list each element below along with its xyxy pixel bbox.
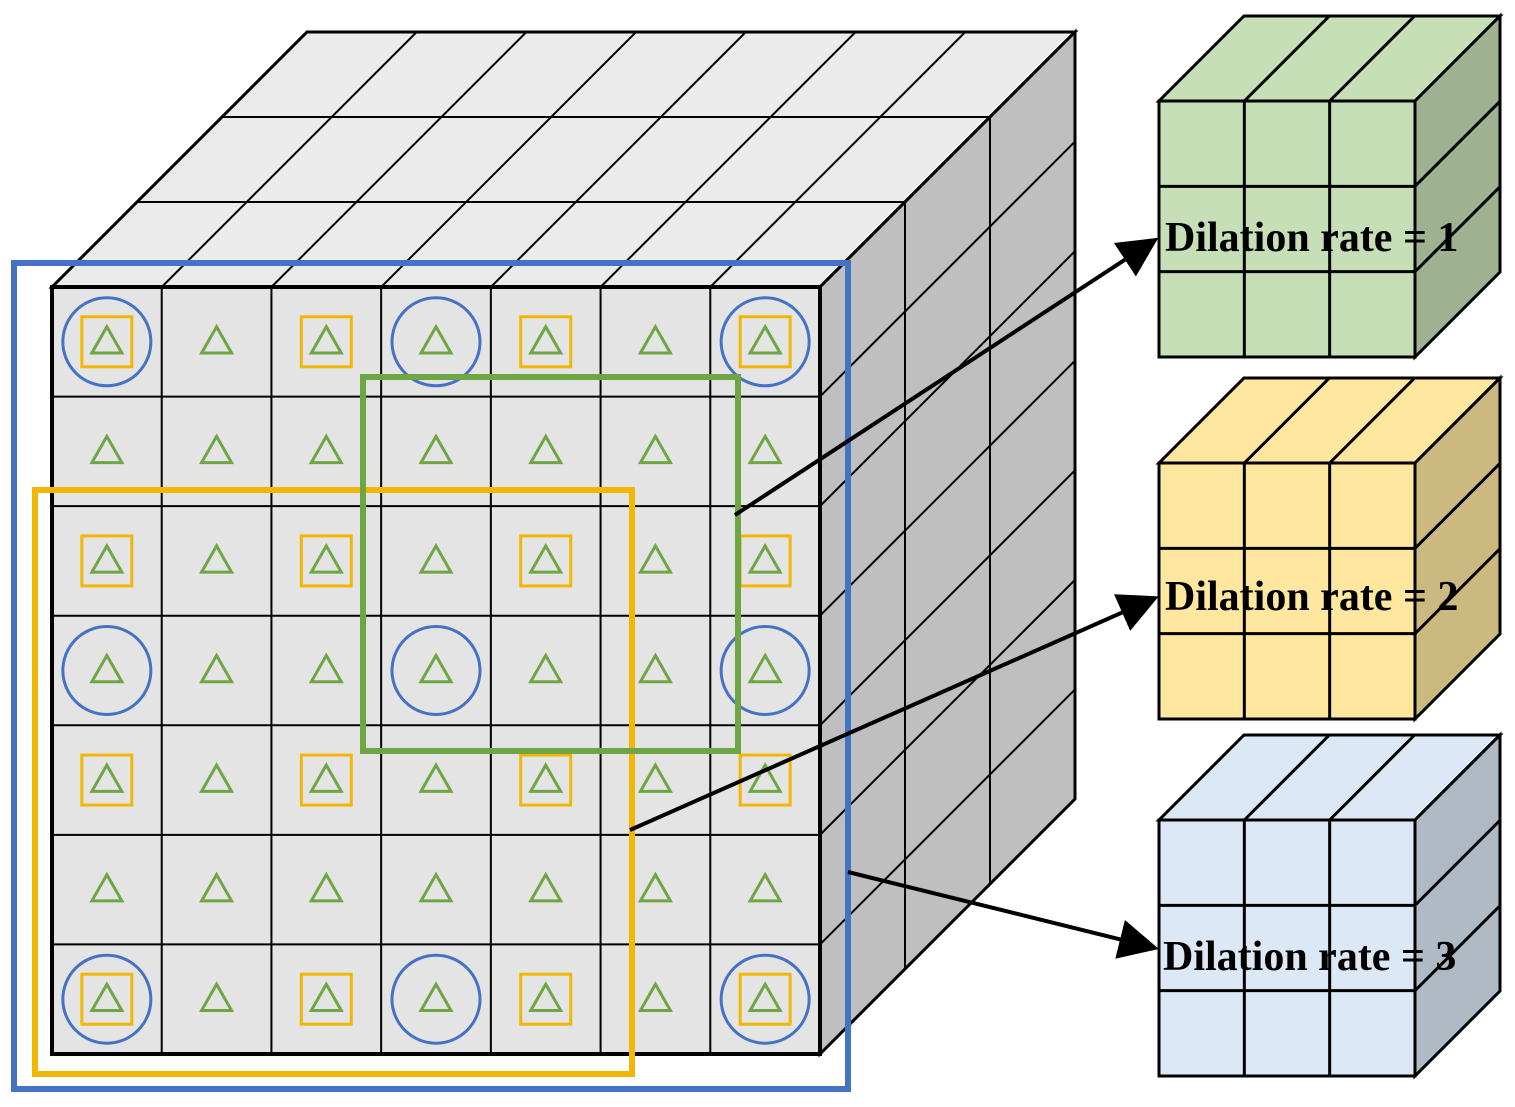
triangle-marker-icon xyxy=(308,323,344,355)
kernel-front-face xyxy=(1157,818,1417,1078)
triangle-marker-icon xyxy=(89,323,125,355)
triangle-marker-icon xyxy=(747,433,783,465)
triangle-marker-icon xyxy=(308,433,344,465)
triangle-marker-icon xyxy=(198,871,235,903)
triangle-marker-icon xyxy=(418,762,454,793)
arrow-rate-2 xyxy=(629,594,1159,832)
circle-marker-icon xyxy=(390,296,482,388)
triangle-marker-icon xyxy=(89,762,125,793)
feature-map-cube xyxy=(48,28,1079,1058)
triangle-marker-icon xyxy=(308,652,344,684)
square-marker-icon xyxy=(80,315,134,369)
triangle-marker-icon xyxy=(528,871,564,903)
square-marker-icon xyxy=(519,753,573,807)
triangle-marker-icon xyxy=(198,323,235,355)
triangle-marker-icon xyxy=(747,323,783,355)
feature-map-front-face xyxy=(50,285,822,1056)
triangle-marker-icon xyxy=(89,981,125,1012)
triangle-marker-icon xyxy=(637,652,674,684)
circle-marker-icon xyxy=(719,296,811,388)
arrows xyxy=(629,237,1159,959)
triangle-marker-icon xyxy=(198,433,235,465)
square-marker-icon xyxy=(738,315,792,369)
rate-2-receptive-field xyxy=(32,487,635,1077)
arrow-rate-3 xyxy=(847,870,1159,959)
square-marker-icon xyxy=(80,534,134,588)
label-dilation-rate-1: Dilation rate = 1 xyxy=(1165,215,1458,261)
arrow-rate-1 xyxy=(733,237,1159,517)
triangle-marker-icon xyxy=(528,433,564,465)
triangle-marker-icon xyxy=(418,323,454,355)
triangle-marker-icon xyxy=(198,652,235,684)
triangle-marker-icon xyxy=(637,433,674,465)
square-marker-icon xyxy=(299,534,353,588)
triangle-marker-icon xyxy=(308,981,344,1012)
triangle-marker-icon xyxy=(89,871,125,903)
triangle-marker-icon xyxy=(418,981,454,1012)
square-marker-icon xyxy=(80,972,134,1026)
label-dilation-rate-3: Dilation rate = 3 xyxy=(1163,934,1456,980)
triangle-marker-icon xyxy=(89,433,125,465)
square-marker-icon xyxy=(519,534,573,588)
circle-marker-icon xyxy=(390,625,482,716)
kernel-cube-rate-2 xyxy=(1155,374,1504,723)
circle-marker-icon xyxy=(719,953,811,1045)
circle-marker-icon xyxy=(61,625,153,716)
square-marker-icon xyxy=(299,753,353,807)
triangle-marker-icon xyxy=(528,542,564,574)
triangle-marker-icon xyxy=(637,542,674,574)
triangle-marker-icon xyxy=(418,542,454,574)
kernel-front-face xyxy=(1157,99,1417,359)
circle-marker-icon xyxy=(390,953,482,1045)
triangle-marker-icon xyxy=(308,762,344,793)
kernel-cube-rate-3 xyxy=(1155,731,1504,1080)
circle-marker-icon xyxy=(61,296,153,388)
square-marker-icon xyxy=(519,315,573,369)
triangle-marker-icon xyxy=(198,542,235,574)
circle-marker-icon xyxy=(61,953,153,1045)
triangle-marker-icon xyxy=(747,981,783,1012)
triangle-marker-icon xyxy=(418,871,454,903)
triangle-marker-icon xyxy=(198,981,235,1012)
receptive-field-boxes xyxy=(11,260,851,1092)
triangle-marker-icon xyxy=(89,542,125,574)
triangle-marker-icon xyxy=(528,981,564,1012)
square-marker-icon xyxy=(519,972,573,1026)
triangle-marker-icon xyxy=(89,652,125,684)
triangle-marker-icon xyxy=(528,323,564,355)
triangle-marker-icon xyxy=(747,542,783,574)
square-marker-icon xyxy=(299,972,353,1026)
triangle-marker-icon xyxy=(747,762,783,793)
triangle-marker-icon xyxy=(308,542,344,574)
triangle-marker-icon xyxy=(747,871,783,903)
square-marker-icon xyxy=(738,972,792,1026)
rate-3-receptive-field xyxy=(11,260,851,1092)
triangle-marker-icon xyxy=(637,762,674,793)
triangle-marker-icon xyxy=(528,762,564,793)
triangle-marker-icon xyxy=(747,652,783,684)
rate-1-receptive-field xyxy=(360,374,741,754)
triangle-marker-icon xyxy=(308,871,344,903)
triangle-marker-icon xyxy=(637,871,674,903)
triangle-marker-icon xyxy=(198,762,235,793)
kernel-front-face xyxy=(1157,461,1417,721)
circle-marker-icon xyxy=(719,625,811,716)
square-marker-icon xyxy=(299,315,353,369)
triangle-marker-icon xyxy=(637,323,674,355)
triangle-marker-icon xyxy=(528,652,564,684)
triangle-marker-icon xyxy=(418,652,454,684)
square-marker-icon xyxy=(80,753,134,807)
triangle-marker-icon xyxy=(637,981,674,1012)
dilation-markers xyxy=(61,296,811,1045)
label-dilation-rate-2: Dilation rate = 2 xyxy=(1165,574,1458,620)
kernel-cube-rate-1 xyxy=(1155,12,1504,361)
triangle-marker-icon xyxy=(418,433,454,465)
